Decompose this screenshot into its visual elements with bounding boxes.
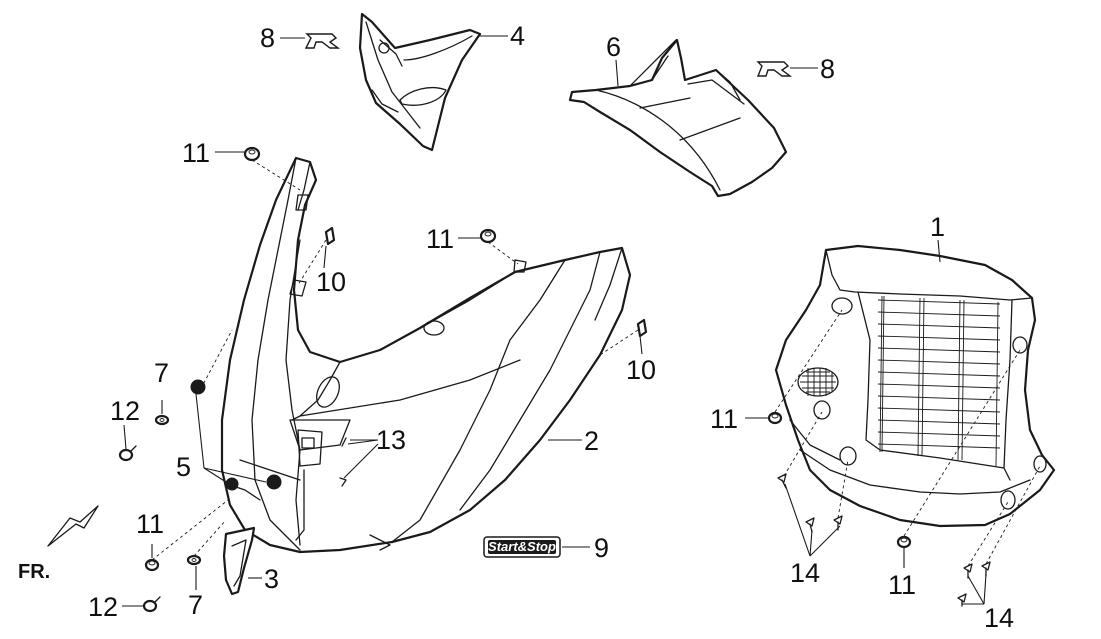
callout-4: 4 <box>510 21 525 51</box>
screw-icon <box>805 517 815 533</box>
direction-arrow-icon <box>47 505 99 547</box>
callout-6: 6 <box>606 32 621 62</box>
callout-8: 8 <box>820 54 835 84</box>
part-9-start-stop-badge: Start&Stop <box>483 536 561 558</box>
emblem-r-icon <box>304 33 341 49</box>
callout-7: 7 <box>154 358 169 388</box>
callout-3: 3 <box>264 564 279 594</box>
screw-icon <box>963 563 973 579</box>
washer-icon <box>154 414 170 426</box>
grille-mesh-patch <box>797 367 839 397</box>
part-3-bracket <box>222 526 256 596</box>
callout-11: 11 <box>710 404 738 434</box>
callout-14: 14 <box>984 603 1014 633</box>
washer-icon <box>186 554 202 566</box>
nut-icon <box>243 146 261 162</box>
nut-icon <box>896 535 912 549</box>
nut-icon <box>767 411 783 425</box>
part-4-inner-panel <box>358 12 482 152</box>
callout-11: 11 <box>888 570 916 600</box>
callout-5: 5 <box>176 452 191 482</box>
direction-label: FR. <box>18 561 50 583</box>
callout-11: 11 <box>136 509 164 539</box>
callout-11: 11 <box>426 224 454 254</box>
callout-12: 12 <box>110 396 140 426</box>
callout-2: 2 <box>584 426 599 456</box>
screw-icon <box>981 561 991 577</box>
emblem-r-icon <box>756 61 793 77</box>
callout-8: 8 <box>260 23 275 53</box>
callout-1: 1 <box>930 212 945 242</box>
callout-7: 7 <box>188 590 203 620</box>
part-1-grille-panel <box>774 244 1056 528</box>
callout-12: 12 <box>88 592 118 622</box>
part-2-front-shield <box>220 156 632 554</box>
callout-13: 13 <box>376 425 406 455</box>
badge-label: Start&Stop <box>488 539 556 554</box>
screw-icon <box>777 473 787 489</box>
screw-icon <box>118 445 137 462</box>
screw-icon <box>142 596 161 613</box>
screw-icon <box>957 593 967 607</box>
nut-icon <box>479 228 497 244</box>
callout-11: 11 <box>182 138 210 168</box>
callout-9: 9 <box>594 533 609 563</box>
callout-14: 14 <box>790 558 820 588</box>
callout-labels: 8 4 6 8 11 11 1 10 10 2 7 12 5 13 11 7 1… <box>88 21 1014 633</box>
callout-10: 10 <box>626 355 656 385</box>
callout-10: 10 <box>316 267 346 297</box>
leader-lines <box>122 35 1041 607</box>
part-6-side-fairing <box>568 38 788 198</box>
nut-icon <box>144 558 160 572</box>
